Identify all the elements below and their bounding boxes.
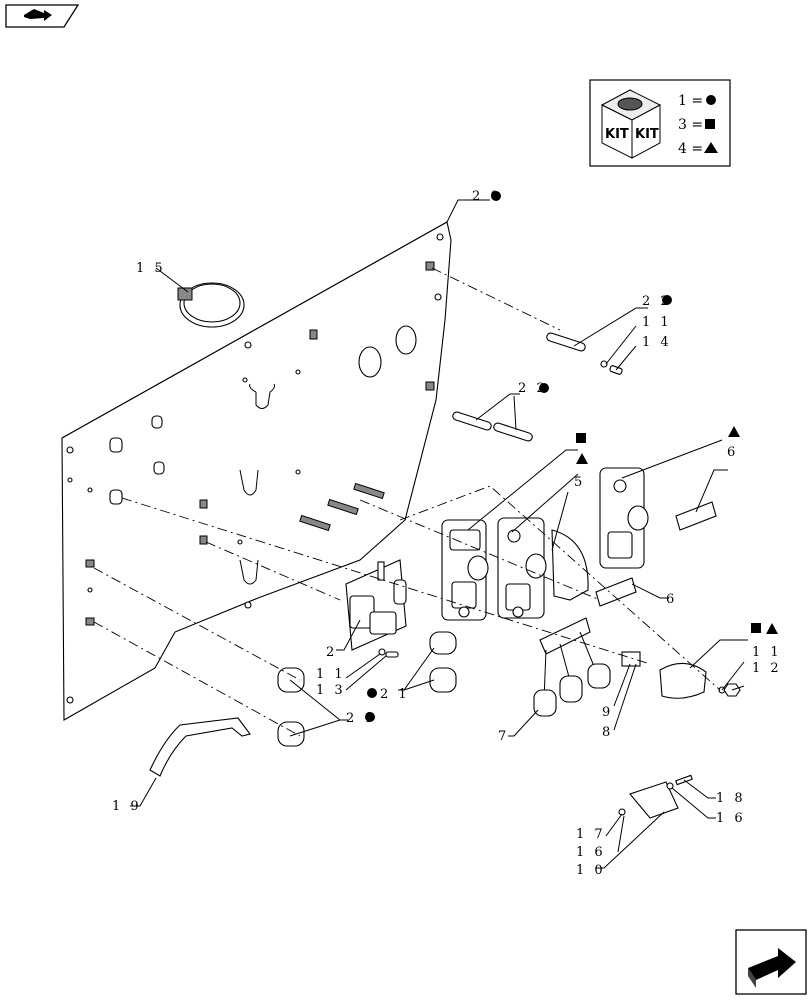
triangle-marker-icon [576,453,588,464]
callout-6-lower: 6 [666,592,677,607]
cable-tie [177,282,245,328]
threaded-studs [299,482,385,532]
kit-legend: KIT KIT 1 = 3 = 4 = [589,79,731,167]
kit-row-2-label: 3 = [678,117,703,133]
fasteners-upper [600,360,623,375]
callout-11-upper: 1 1 [642,315,672,330]
back-navigation-icon[interactable] [5,4,80,28]
centerlines [93,267,721,737]
bracket-10 [618,774,693,819]
callout-11-cap: 1 1 [752,645,782,660]
spacers [277,631,457,747]
circle-marker-icon [491,191,501,201]
circle-symbol-icon [706,95,716,105]
callout-2: 2 [326,645,337,660]
protective-cap [659,662,741,699]
kit-row-1-label: 1 = [678,93,703,109]
callout-21-lower: 2 1 [346,711,376,726]
kit-box-icon: KIT KIT [600,89,662,159]
circle-marker-icon [365,712,375,722]
callout-11-board: 1 1 [316,667,346,682]
circle-marker-icon [662,295,672,305]
callout-5: 5 [574,475,585,490]
callout-14: 1 4 [642,335,672,350]
cover-plate [551,529,589,601]
callout-16-left: 1 6 [576,845,606,860]
kit-markers [365,191,778,722]
next-page-icon[interactable] [735,929,807,995]
callout-22-lower: 2 2 [518,381,548,396]
kit-text-left: KIT [605,127,629,142]
callout-6-upper: 6 [727,445,738,460]
mounting-panel [61,221,452,721]
callout-22-upper: 2 2 [642,294,672,309]
leader-lines [130,199,748,869]
handle [149,717,251,777]
callout-18: 1 8 [716,791,746,806]
callout-21-upper: 2 1 [380,687,410,702]
brackets-6 [595,501,717,607]
circuit-board [345,559,407,651]
switch-housing-c [599,467,649,569]
callout-16-right: 1 6 [716,811,746,826]
circle-marker-icon [367,688,377,698]
callout-20: 2 0 [472,189,502,204]
square-marker-icon [751,623,761,633]
kit-row-3-label: 4 = [678,141,703,157]
callout-15: 1 5 [136,261,166,276]
callout-19: 1 9 [112,799,142,814]
triangle-symbol-icon [704,142,718,153]
square-marker-icon [576,433,586,443]
switch-housing-a [441,519,489,621]
wiring-harness [533,617,611,717]
kit-text-right: KIT [635,127,659,142]
square-symbol-icon [705,119,715,129]
small-connector [621,651,641,667]
switch-housing-b [497,517,547,619]
callout-17: 1 7 [576,827,606,842]
callout-10: 1 0 [576,863,606,878]
callout-12: 1 2 [752,661,782,676]
callout-9: 9 [602,705,613,720]
callout-13: 1 3 [316,683,346,698]
triangle-marker-icon [728,426,740,437]
pins [452,332,586,442]
callout-8: 8 [602,725,613,740]
triangle-marker-icon [766,623,778,634]
circle-marker-icon [539,383,549,393]
callout-7: 7 [498,729,509,744]
